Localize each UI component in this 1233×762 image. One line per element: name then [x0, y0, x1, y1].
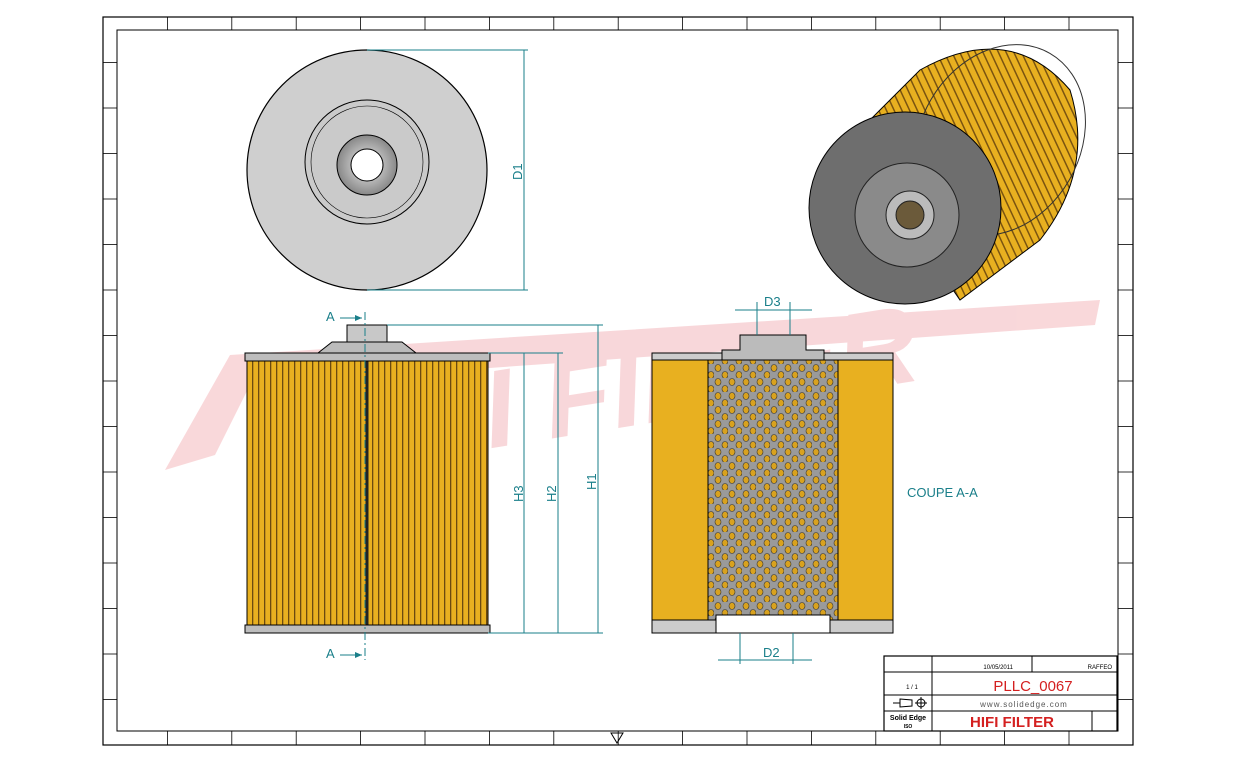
- svg-text:H3: H3: [511, 485, 526, 502]
- company-name: HIFI FILTER: [970, 714, 1054, 731]
- software-name: Solid Edge: [890, 715, 926, 722]
- projection-symbol-icon: [893, 697, 927, 709]
- svg-text:D2: D2: [763, 645, 780, 660]
- scale-value: 1 / 1: [906, 685, 918, 691]
- front-view: [244, 312, 491, 660]
- centering-mark: [610, 732, 624, 744]
- section-label: COUPE A-A: [907, 485, 978, 500]
- dimension-h1: H1: [387, 324, 603, 634]
- section-view: [651, 334, 894, 634]
- isometric-view: [808, 44, 1086, 305]
- dim-label-d1: D1: [510, 163, 525, 180]
- drawn-by-value: RAFFEO: [1088, 665, 1113, 671]
- title-block: 10/05/2011 RAFFEO 1 / 1 PLLC_0067 www.so…: [883, 655, 1118, 732]
- svg-text:H1: H1: [584, 473, 599, 490]
- svg-text:A: A: [326, 309, 335, 324]
- svg-text:D3: D3: [764, 294, 781, 309]
- inner-border: [116, 29, 1119, 732]
- dimension-d3: D3: [735, 294, 812, 335]
- drawing-title: PLLC_0067: [993, 678, 1072, 695]
- dimension-d1: D1: [367, 49, 528, 291]
- svg-text:A: A: [326, 646, 335, 661]
- svg-text:ISO: ISO: [904, 724, 913, 730]
- top-view: [246, 49, 488, 291]
- section-marker-bottom: A: [326, 646, 362, 661]
- dimension-d2: D2: [718, 633, 812, 664]
- date-value: 10/05/2011: [983, 665, 1013, 671]
- svg-text:H2: H2: [544, 485, 559, 502]
- section-marker-top: A: [326, 309, 362, 324]
- website-text: www.solidedge.com: [979, 700, 1068, 709]
- zone-ticks: [103, 17, 1133, 745]
- dimension-h2: H2: [530, 352, 563, 634]
- dimension-h3: H3: [488, 352, 530, 634]
